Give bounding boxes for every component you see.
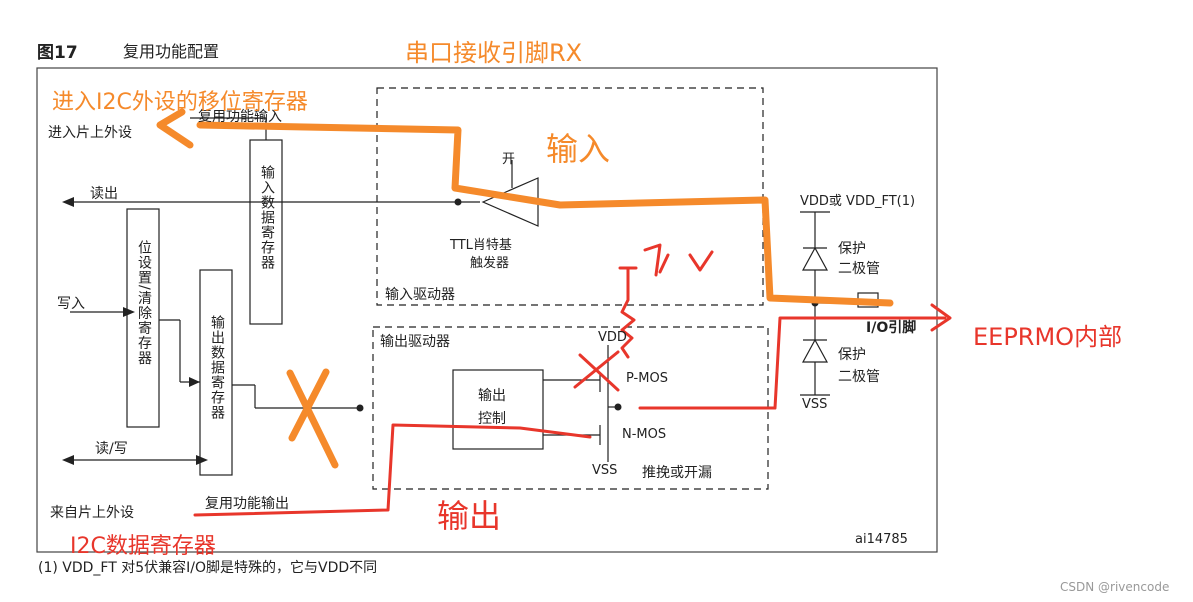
figure-title: 复用功能配置	[123, 42, 220, 61]
protect-diode-top-2: 二极管	[838, 261, 880, 277]
watermark: CSDN @rivencode	[1060, 580, 1170, 594]
bit-set-reset-register-label: 位设置/清除寄存器	[136, 240, 152, 366]
schmitt-label-2: 触发器	[470, 256, 510, 271]
protect-diode-top-1: 保护	[838, 241, 866, 257]
label-write-in: 写入	[57, 296, 85, 312]
input-driver-label: 输入驱动器	[385, 287, 455, 303]
io-pin-label: I/O引脚	[866, 320, 917, 336]
figure-frame	[36, 67, 938, 553]
switch-label: 开	[502, 152, 516, 167]
annotation-uart-rx: 串口接收引脚RX	[405, 39, 583, 67]
arrow-heads	[62, 197, 208, 465]
annotation-eeprom-inside: EEPRMO内部	[973, 323, 1123, 351]
annotation-i2c-data-reg: I2C数据寄存器	[70, 534, 216, 559]
nmos-label: N-MOS	[622, 427, 667, 442]
label-alt-input: 复用功能输入	[198, 109, 282, 125]
output-driver-label: 输出驱动器	[380, 334, 450, 350]
orange-input-path	[156, 108, 894, 469]
output-data-register	[199, 269, 233, 476]
vss-bottom-label: VSS	[592, 463, 618, 478]
label-read-out: 读出	[90, 186, 118, 202]
schmitt-label-1: TTL肖特基	[450, 238, 512, 253]
vdd-label: VDD	[598, 330, 627, 345]
protect-diode-bot-1: 保护	[838, 347, 866, 363]
output-control-label-2: 控制	[478, 411, 506, 427]
label-from-peripheral: 来自片上外设	[50, 505, 134, 521]
annotation-to-i2c-shift: 进入I2C外设的移位寄存器	[52, 90, 308, 115]
input-driver-box	[376, 87, 764, 306]
bit-set-reset-register	[126, 208, 160, 428]
input-data-register	[249, 139, 283, 325]
vss-right-label: VSS	[802, 397, 828, 412]
figure-code: ai14785	[855, 532, 908, 547]
label-alt-output: 复用功能输出	[205, 496, 289, 512]
annotation-output: 输出	[437, 497, 502, 535]
vdd-or-vddft-label: VDD或 VDD_FT(1)	[800, 194, 916, 209]
push-pull-label: 推挽或开漏	[642, 465, 712, 481]
red-output-path	[193, 243, 952, 517]
annotation-input: 输入	[546, 130, 611, 168]
protection-diodes	[801, 246, 829, 363]
output-data-register-label: 输出数据寄存器	[209, 315, 225, 420]
figure-footnote: (1) VDD_FT 对5伏兼容I/O脚是特殊的，它与VDD不同	[38, 560, 378, 576]
output-control-label-1: 输出	[478, 388, 506, 404]
pmos-label: P-MOS	[626, 371, 668, 386]
input-data-register-label: 输入数据寄存器	[259, 165, 275, 270]
output-driver-box	[372, 326, 769, 490]
figure-number: 图17	[37, 43, 78, 63]
output-control-block	[452, 369, 544, 450]
label-read-write: 读/写	[95, 441, 128, 457]
protect-diode-bot-2: 二极管	[838, 369, 880, 385]
label-to-peripheral: 进入片上外设	[48, 125, 132, 141]
